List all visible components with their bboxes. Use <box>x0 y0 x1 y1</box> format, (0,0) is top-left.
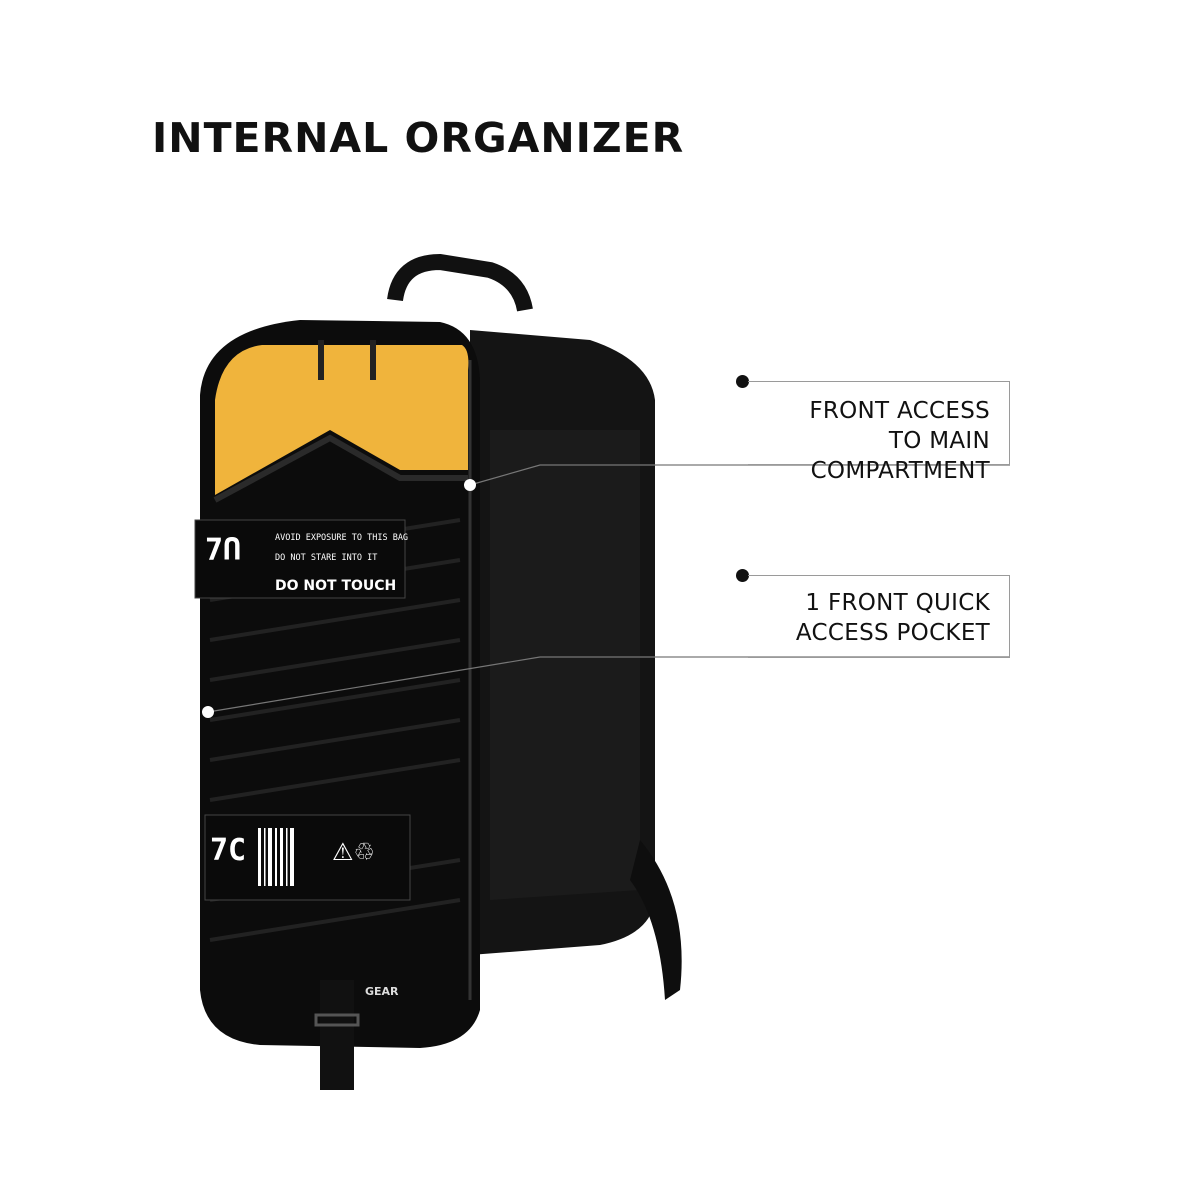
mesh-side <box>490 430 640 900</box>
callout-quick-pocket: 1 FRONT QUICK ACCESS POCKET <box>748 575 1010 658</box>
callout-dot <box>736 569 749 582</box>
callout-text: ACCESS POCKET <box>795 620 990 646</box>
svg-text:7Ո: 7Ո <box>205 533 241 568</box>
buckle[interactable] <box>314 1013 360 1027</box>
brand-logo: GEAR <box>365 985 399 998</box>
callout-text: 1 FRONT QUICK <box>805 590 990 616</box>
barcode-icon <box>258 828 294 886</box>
yellow-panel <box>215 345 469 495</box>
callout-text: TO MAIN COMPARTMENT <box>810 428 990 484</box>
callout-marker <box>464 479 476 491</box>
callout-text: FRONT ACCESS <box>809 398 990 424</box>
page-title: INTERNAL ORGANIZER <box>152 114 685 162</box>
patch-text-3: DO NOT TOUCH <box>275 578 396 594</box>
svg-text:7Ϲ: 7Ϲ <box>210 833 246 868</box>
bottom-patch <box>204 814 411 901</box>
zipper-pull[interactable] <box>318 340 324 380</box>
callout-marker <box>202 706 214 718</box>
warning-icon: ⚠♲ <box>332 838 375 866</box>
patch-text-2: DO NOT STARE INTO IT <box>275 553 377 563</box>
label-patch <box>194 519 406 599</box>
shoulder-strap <box>630 840 682 1000</box>
callout-leader-1 <box>469 464 1010 486</box>
top-handle <box>387 253 533 312</box>
callout-dot <box>736 375 749 388</box>
bottom-strap <box>320 980 354 1090</box>
zipper-pull[interactable] <box>370 340 376 380</box>
patch-text-1: AVOID EXPOSURE TO THIS BAG <box>275 533 408 543</box>
callout-front-access: FRONT ACCESS TO MAIN COMPARTMENT <box>748 381 1010 484</box>
